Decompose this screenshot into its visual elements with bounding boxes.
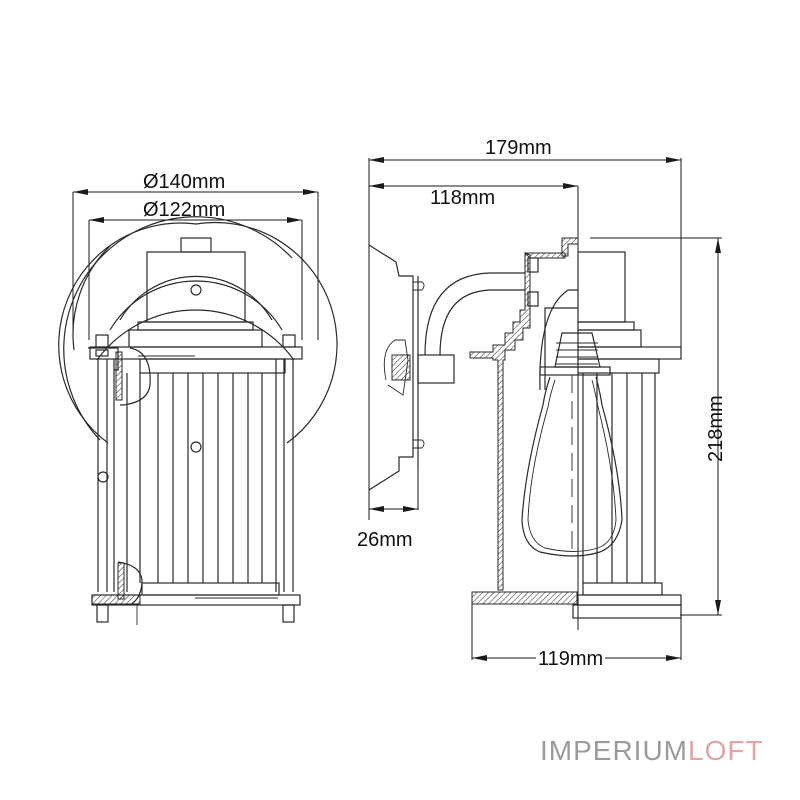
label-backplate-depth: 26mm — [357, 529, 413, 551]
side-view — [368, 157, 722, 661]
dim-inner-diameter — [88, 217, 303, 340]
dim-height — [590, 237, 722, 616]
dim-outer-diameter — [72, 189, 319, 340]
label-shade-width: 119mm — [536, 648, 606, 670]
dim-backplate-depth — [369, 470, 419, 512]
label-outer-diameter: Ø140mm — [143, 171, 226, 193]
label-inner-diameter: Ø122mm — [143, 199, 226, 221]
brand-logo: IMPERIUMLOFT — [540, 737, 764, 765]
brand-logo-primary: IMPERIUM — [540, 735, 688, 766]
label-height: 218mm — [705, 395, 727, 462]
front-view — [58, 189, 338, 625]
brand-logo-accent: LOFT — [688, 735, 764, 766]
label-projection: 118mm — [430, 187, 496, 209]
dim-projection — [369, 183, 579, 630]
fluted-shade — [97, 359, 294, 592]
label-total-depth: 179mm — [485, 137, 552, 159]
dim-total-depth — [368, 157, 682, 520]
